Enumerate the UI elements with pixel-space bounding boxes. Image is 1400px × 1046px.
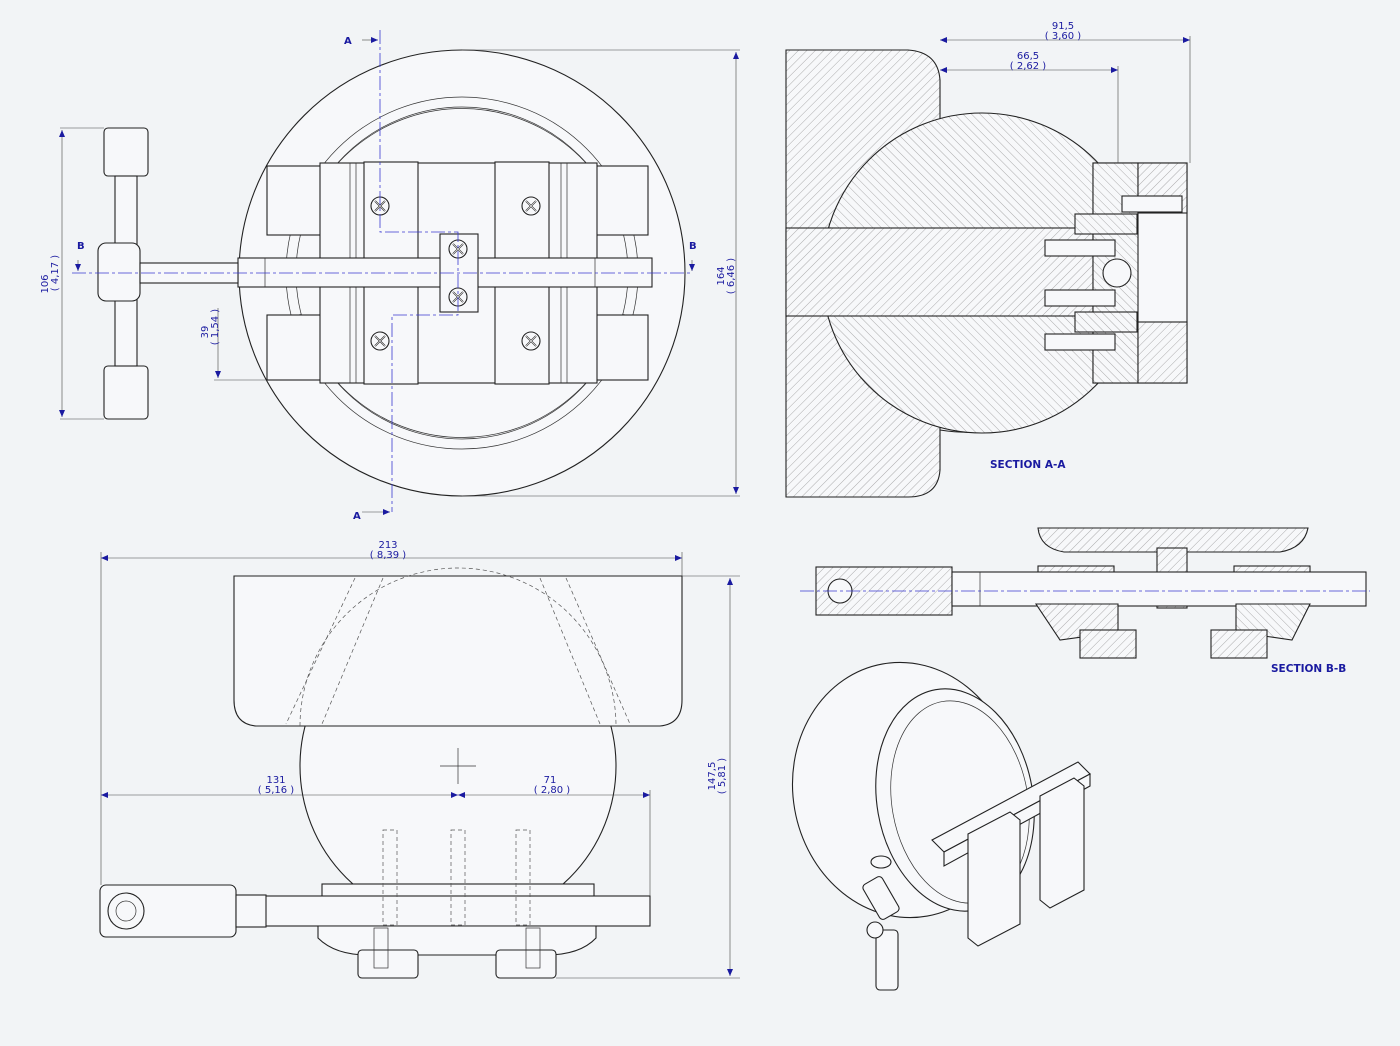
lead-screw-front <box>263 895 651 927</box>
cut-label-b-right: B <box>689 241 697 252</box>
section-a-a-view <box>785 36 1191 498</box>
section-b-b-label: SECTION B-B <box>1271 663 1346 675</box>
dim-106: 106 <box>40 274 51 293</box>
cut-label-a-top: A <box>344 36 352 47</box>
dim-66-5-in: ( 2,62 ) <box>1010 61 1047 72</box>
dim-164-in: ( 6,46 ) <box>726 258 737 295</box>
dim-91-5: 91,5 <box>1052 21 1074 32</box>
screw-icon <box>521 196 541 216</box>
dim-147-5-in: ( 5,81 ) <box>717 758 728 795</box>
front-view <box>99 552 740 979</box>
dim-131-in: ( 5,16 ) <box>258 785 295 796</box>
handle-knob-top <box>103 127 149 177</box>
dim-164: 164 <box>716 266 727 285</box>
top-view <box>59 30 740 515</box>
screw-icon <box>521 331 541 351</box>
cut-line-a <box>379 30 459 512</box>
dim-39-in: ( 1,54 ) <box>210 309 221 346</box>
iso-handle <box>875 929 899 991</box>
section-a-a-label: SECTION A-A <box>990 459 1066 471</box>
jaw-block-bottom-left <box>266 314 323 381</box>
dim-66-5: 66,5 <box>1017 51 1039 62</box>
handle-hub <box>97 242 141 302</box>
iso-jaw-right <box>1039 777 1085 909</box>
dim-106-in: ( 4,17 ) <box>50 255 61 292</box>
isometric-view <box>791 661 1091 991</box>
jaw-block-bottom-right <box>594 314 649 381</box>
handle-knob-bottom <box>103 365 149 420</box>
lead-screw-section <box>951 571 1367 607</box>
dim-71-in: ( 2,80 ) <box>534 785 571 796</box>
dim-131: 131 <box>266 775 285 786</box>
dim-71: 71 <box>544 775 557 786</box>
base-bowl <box>233 575 683 727</box>
dim-91-5-in: ( 3,60 ) <box>1045 31 1082 42</box>
jaw-block-top-left <box>266 165 323 236</box>
dim-213: 213 <box>378 540 397 551</box>
dimension-labels: SECTION A-A SECTION B-B A A B B 106 ( 4,… <box>40 21 1346 796</box>
jaw-block-top-right <box>594 165 649 236</box>
screw-icon <box>370 331 390 351</box>
cut-label-a-bottom: A <box>353 511 361 522</box>
section-b-b-view <box>800 527 1370 659</box>
iso-jaw-left <box>967 811 1021 947</box>
cut-label-b-left: B <box>77 241 85 252</box>
dim-39: 39 <box>200 326 211 339</box>
dim-147-5: 147,5 <box>707 762 718 791</box>
dim-213-in: ( 8,39 ) <box>370 550 407 561</box>
